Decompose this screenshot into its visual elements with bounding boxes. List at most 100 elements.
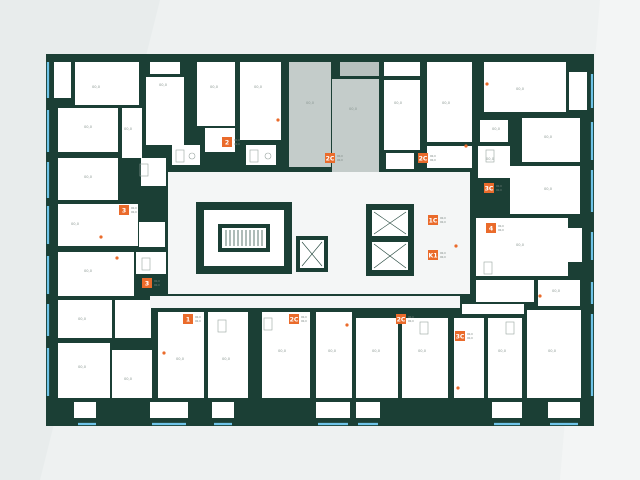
room-area-label: 00,0 — [278, 349, 287, 353]
room — [316, 312, 352, 398]
apartment-type-label: K1 — [428, 252, 437, 259]
apartment-type-label: 3C — [456, 333, 465, 340]
room — [340, 62, 379, 76]
apartment-badge-box — [486, 223, 496, 233]
apartment-area-label: 00,0 — [408, 315, 414, 319]
room-area-label: 00,0 — [159, 83, 168, 87]
room — [488, 318, 522, 398]
corridor — [150, 296, 460, 308]
room — [58, 158, 118, 200]
apartment-subarea-label: 00,0 — [234, 142, 240, 146]
apartment-badge-box — [183, 314, 193, 324]
room — [462, 304, 524, 314]
apartment-badge-box — [222, 137, 232, 147]
room — [522, 118, 580, 162]
room-area-label: 00,0 — [176, 357, 185, 361]
elevator-core — [366, 204, 414, 276]
apartment-badge-box — [396, 314, 406, 324]
room — [75, 62, 139, 105]
apartment-type-label: 3 — [122, 207, 126, 214]
room — [427, 62, 472, 142]
apartment-subarea-label: 00,0 — [154, 283, 160, 287]
room — [384, 62, 420, 76]
fixtures — [139, 149, 515, 335]
apartment-badge-box — [418, 153, 428, 163]
apartment-type-label: 2C — [419, 155, 428, 162]
apartment-subarea-label: 00,0 — [440, 220, 446, 224]
room-area-label: 00,0 — [394, 101, 403, 105]
room-area-label: 00,0 — [306, 101, 315, 105]
apartment-type-label: 1C — [429, 217, 438, 224]
apartment-area-label: 00,0 — [131, 206, 137, 210]
apartment-subarea-label: 00,0 — [337, 158, 343, 162]
room-area-label: 00,0 — [418, 349, 427, 353]
apartment-badge-box — [428, 250, 438, 260]
room — [480, 120, 508, 142]
apartment-badge-box — [142, 278, 152, 288]
room-area-label: 00,0 — [210, 85, 219, 89]
room-area-label: 00,0 — [84, 125, 93, 129]
stair-icon — [225, 230, 263, 246]
room — [510, 166, 580, 214]
room — [289, 62, 331, 167]
room-area-label: 00,0 — [442, 101, 451, 105]
elevator-icon — [301, 241, 323, 267]
apartment-subarea-label: 00,0 — [430, 158, 436, 162]
room — [112, 350, 152, 398]
windows — [46, 62, 594, 426]
room — [122, 108, 142, 158]
rooms — [54, 62, 587, 418]
room-area-label: 00,0 — [84, 269, 93, 273]
room — [141, 158, 166, 186]
room-area-label: 00,0 — [254, 85, 263, 89]
room — [146, 77, 184, 145]
room-area-label: 00,0 — [372, 349, 381, 353]
kitchen-markers — [99, 82, 542, 390]
room — [384, 80, 420, 150]
room — [240, 62, 281, 140]
room-area-label: 00,0 — [548, 349, 557, 353]
apartment-badge-box — [325, 153, 335, 163]
room — [476, 280, 534, 302]
room-area-label: 00,0 — [544, 135, 553, 139]
apartment-area-label: 00,0 — [496, 184, 502, 188]
apartment-subarea-label: 00,0 — [467, 336, 473, 340]
stair-core — [196, 202, 328, 274]
room-area-label: 00,0 — [492, 127, 501, 131]
room — [548, 402, 580, 418]
apartment-area-label: 00,0 — [498, 224, 504, 228]
apartment-badge-box — [484, 183, 494, 193]
room-area-label: 00,0 — [124, 127, 133, 131]
apartment-type-label: 3 — [145, 280, 149, 287]
apartment-badge-box — [455, 331, 465, 341]
apartment-area-label: 00,0 — [467, 332, 473, 336]
apartment-type-label: 2C — [290, 316, 299, 323]
room-area-label: 00,0 — [124, 377, 133, 381]
room-area-label: 00,0 — [328, 349, 337, 353]
apartment-type-label: 2C — [326, 155, 335, 162]
apartment-area-label: 00,0 — [337, 154, 343, 158]
room-area-label: 00,0 — [516, 243, 525, 247]
room — [527, 310, 581, 398]
room-area-label: 00,0 — [516, 87, 525, 91]
apartment-subarea-label: 00,0 — [496, 188, 502, 192]
room — [356, 318, 398, 398]
apartment-subarea-label: 00,0 — [131, 210, 137, 214]
room — [212, 402, 234, 418]
room — [158, 312, 204, 398]
room — [150, 62, 180, 74]
room — [58, 300, 112, 338]
room — [58, 108, 118, 152]
apartment-area-label: 00,0 — [440, 251, 446, 255]
room — [58, 252, 134, 296]
room — [262, 312, 310, 398]
